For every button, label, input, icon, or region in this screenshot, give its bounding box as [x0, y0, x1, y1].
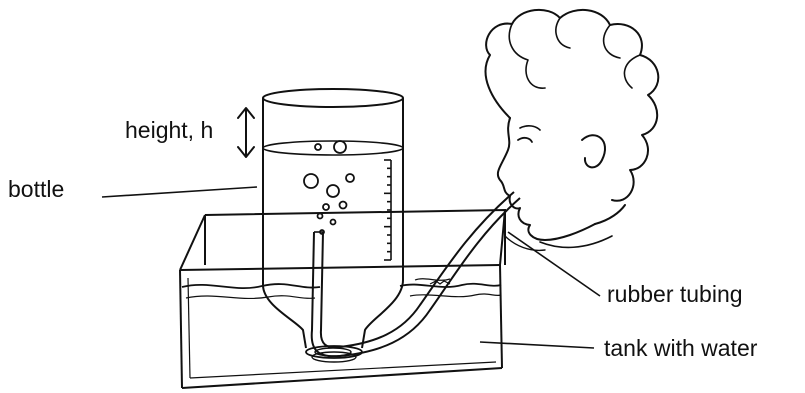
tubing-inner	[319, 191, 515, 349]
leader-lines	[101, 186, 601, 349]
tank-inner-left	[187, 277, 191, 379]
label-rubber-tubing: rubber tubing	[607, 281, 743, 307]
tank	[179, 208, 506, 389]
bottle	[262, 88, 404, 363]
bottle-scale	[384, 159, 392, 261]
bottle-leader	[101, 186, 258, 198]
bottle-neck-rim	[311, 351, 357, 363]
rubber-tubing	[310, 191, 521, 358]
eye	[517, 136, 533, 143]
label-tank-with-water: tank with water	[604, 335, 758, 361]
bottle-right-side	[361, 98, 404, 349]
neck-line	[539, 235, 613, 249]
person-head	[484, 8, 660, 252]
height-arrow	[237, 107, 255, 158]
bottle-top	[262, 88, 404, 108]
tank-bottom-front-edge	[181, 367, 503, 389]
tubing-outer	[310, 197, 521, 358]
tank-left-top-edge	[179, 214, 206, 271]
tank-inner-bottom	[189, 361, 497, 379]
hair	[484, 8, 660, 202]
label-height: height, h	[125, 117, 213, 143]
eyebrow	[519, 125, 541, 131]
tank-back-rim	[204, 208, 506, 265]
tank-leader	[479, 341, 595, 349]
bubbles	[303, 140, 355, 235]
jaw	[594, 204, 626, 225]
water-surface	[181, 278, 502, 300]
tank-right-top-edge	[499, 209, 506, 266]
tank-front-top-edge	[179, 264, 501, 271]
bottle-left-side	[262, 98, 307, 349]
label-bottle: bottle	[8, 176, 64, 202]
tank-right-front-edge	[499, 264, 503, 369]
tubing-leader	[507, 231, 601, 297]
bottle-water-level	[262, 140, 404, 156]
face-profile	[496, 117, 596, 241]
ear	[581, 134, 606, 169]
tank-left-front-edge	[179, 269, 183, 389]
